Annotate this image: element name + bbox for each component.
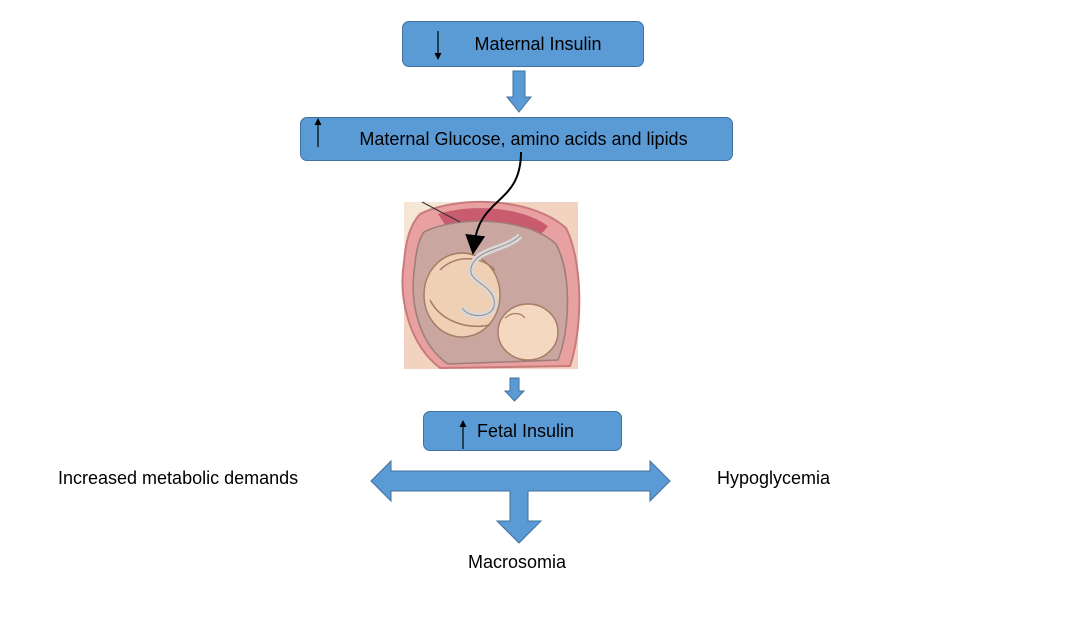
flow-arrow-2 (503, 377, 526, 402)
outcome-bottom-label: Macrosomia (468, 552, 567, 572)
flow-arrow-1 (505, 70, 533, 113)
down-arrow-icon (434, 31, 442, 60)
maternal-insulin-label: Maternal Insulin (474, 33, 602, 54)
maternal-insulin-box: Maternal Insulin (402, 21, 644, 67)
fetal-insulin-box: Fetal Insulin (423, 411, 622, 451)
outcome-right-label: Hypoglycemia (717, 468, 831, 488)
maternal-nutrients-box: Maternal Glucose, amino acids and lipids (300, 117, 733, 161)
transfer-curve-arrow (465, 151, 522, 255)
fetus-in-uterus-illustration (401, 200, 581, 370)
up-arrow-icon (459, 420, 467, 449)
outcome-split-arrow (370, 459, 671, 544)
maternal-nutrients-label: Maternal Glucose, amino acids and lipids (359, 128, 688, 149)
up-arrow-icon (314, 118, 322, 147)
outcome-left-label: Increased metabolic demands (58, 468, 299, 488)
fetal-insulin-label: Fetal Insulin (476, 420, 575, 441)
